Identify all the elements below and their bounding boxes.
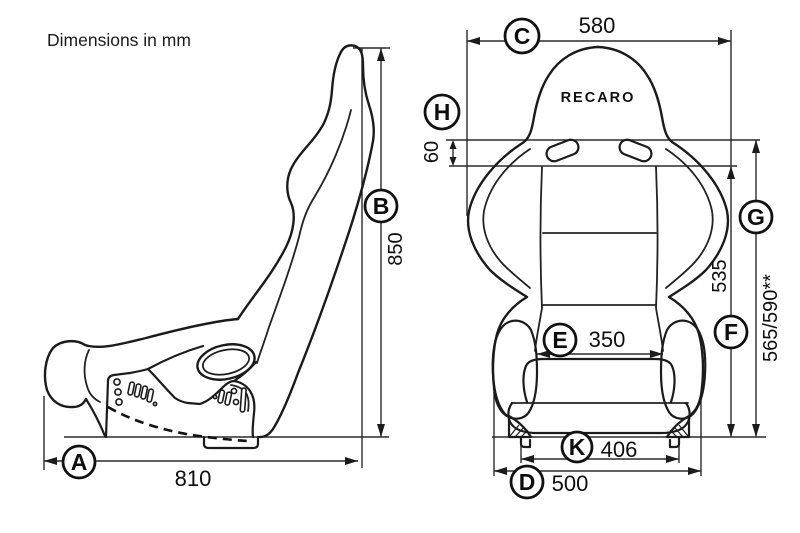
dim-c-arrow-left [467, 37, 480, 45]
dim-e-circle [542, 322, 578, 358]
side-seat-front-tip [43, 340, 88, 409]
dim-b-arrow-bottom [377, 424, 385, 437]
side-belt-grommet [196, 343, 256, 381]
belt-slot-right [618, 138, 653, 163]
dim-h-arrow-top [449, 140, 457, 149]
cushion-bolster-left [491, 319, 539, 420]
cushion-center-pad [522, 357, 676, 404]
recaro-logo: RECARO [561, 90, 636, 106]
front-foot-left [507, 414, 533, 449]
dim-k-letter: K [569, 434, 586, 460]
side-seat-bottom-edge [84, 397, 107, 438]
dim-e-value: 350 [589, 327, 626, 352]
belt-slot-left [545, 138, 580, 163]
dim-g-arrow-bottom [752, 424, 760, 437]
dim-d-arrow-right [688, 467, 701, 475]
dim-c-letter: C [514, 23, 531, 49]
front-shell-right [596, 45, 730, 418]
side-front-tip-seam [83, 349, 101, 403]
dim-f-circle [713, 314, 749, 350]
dim-b-letter: B [373, 193, 390, 219]
dimension-values: 810 850 580 500 350 535 565/590** 60 406 [175, 13, 782, 496]
dim-b-value: 850 [385, 232, 407, 265]
dim-h-arrow-bottom [449, 157, 457, 166]
dim-k-arrow-right [666, 455, 679, 463]
bracket-holes-left [113, 378, 158, 407]
bracket-mounting-plane-dashed [107, 405, 249, 443]
side-floor-foot [202, 435, 260, 450]
dim-f-letter: F [724, 319, 738, 345]
dim-a-value: 810 [175, 466, 212, 491]
side-seat-cushion-surface [83, 317, 240, 349]
dim-e-arrow-left [537, 350, 550, 358]
dim-b-arrow-top [377, 48, 385, 61]
dimension-badges: A B C D E F G H K [61, 17, 774, 500]
dim-k-circle [560, 430, 594, 464]
side-backrest-seam [256, 109, 352, 364]
back-panel-edge-right [655, 166, 664, 352]
dim-a-arrow-left [44, 457, 57, 465]
dim-g-letter: G [747, 204, 765, 230]
dim-d-circle [509, 464, 545, 500]
dim-h-value: 60 [421, 141, 443, 163]
dim-b-circle [363, 188, 399, 224]
dim-a-circle [61, 444, 97, 480]
side-view [43, 44, 390, 470]
dim-k-arrow-left [521, 455, 534, 463]
dim-e-letter: E [552, 327, 567, 353]
side-pan-seam [146, 344, 205, 371]
bracket-holes-right [212, 387, 247, 413]
dim-d-letter: D [519, 469, 536, 495]
dim-g-arrow-top [752, 140, 760, 153]
dim-f-arrow-top [727, 166, 735, 179]
dim-c-value: 580 [579, 13, 616, 38]
dim-a-letter: A [71, 449, 88, 475]
dim-d-value: 500 [552, 471, 589, 496]
dim-c-circle [503, 17, 541, 55]
dim-e-arrow-right [650, 350, 663, 358]
dim-g-value: 565/590** [760, 274, 782, 362]
dim-f-value: 535 [709, 259, 731, 292]
dim-a-arrow-right [345, 457, 358, 465]
front-wing-seam-left [482, 148, 531, 289]
dim-k-value: 406 [601, 437, 638, 462]
front-foot-right [665, 414, 691, 449]
cushion-bolster-right [659, 319, 707, 420]
dim-h-letter: H [434, 99, 451, 125]
back-panel-edge-left [534, 166, 543, 352]
dim-h-circle [423, 93, 461, 131]
side-seat-front-profile [236, 44, 357, 321]
side-seat-rear-profile [258, 44, 375, 439]
front-wing-seam-right [665, 148, 714, 289]
side-mount-bracket [104, 367, 256, 439]
dim-f-arrow-bottom [727, 424, 735, 437]
dim-c-arrow-right [718, 37, 731, 45]
dim-g-circle [738, 199, 774, 235]
cushion-front-lip [507, 401, 691, 435]
units-note: Dimensions in mm [47, 30, 191, 50]
dim-d-arrow-left [494, 467, 507, 475]
